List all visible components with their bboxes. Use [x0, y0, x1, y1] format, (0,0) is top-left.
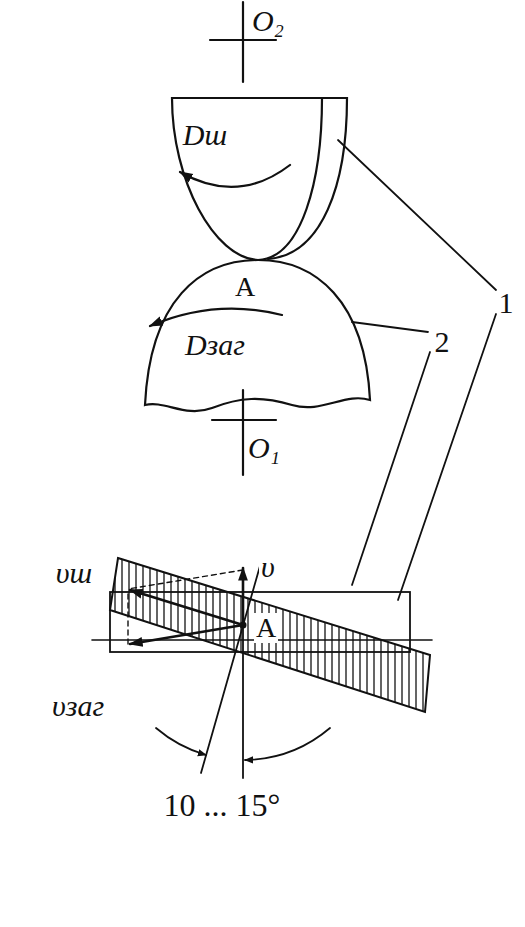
grinding-wheel — [172, 98, 347, 260]
motion-label: Dзаг — [183, 328, 247, 361]
callout-number: 2 — [433, 325, 452, 358]
velocity-vector — [128, 568, 247, 644]
point-label: A — [254, 613, 278, 644]
workpiece — [145, 260, 370, 411]
axis-label: O₁ — [246, 431, 282, 464]
velocity-label: υ — [259, 550, 277, 583]
axis-label: O₂ — [250, 4, 286, 37]
point-label: A — [233, 272, 257, 303]
angle-label: 10 ... 15° — [162, 788, 283, 823]
angle-mark — [156, 566, 330, 778]
callout-number: 1 — [497, 286, 516, 319]
velocity-label: υзаг — [50, 689, 106, 722]
leader-line — [338, 140, 496, 600]
velocity-label: υш — [54, 556, 94, 589]
motion-label: Dш — [181, 118, 229, 151]
